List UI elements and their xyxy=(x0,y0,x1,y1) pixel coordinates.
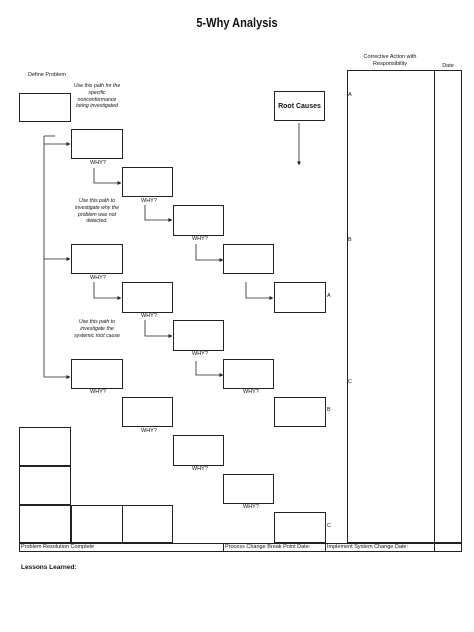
why-box-p3-1[interactable] xyxy=(71,359,123,389)
why-box-p1-2[interactable] xyxy=(122,167,173,197)
why-box-p1-4[interactable] xyxy=(223,244,274,274)
bottom-box-3[interactable] xyxy=(122,505,173,543)
implement-change-cell[interactable] xyxy=(325,543,435,552)
why-label: WHY? xyxy=(243,389,259,395)
lessons-learned-label: Lessons Learned: xyxy=(21,564,77,571)
define-problem-label: Define Problem xyxy=(28,72,66,78)
corrective-letter-b: B xyxy=(348,237,352,243)
left-stack-box-2[interactable] xyxy=(19,466,71,505)
why-box-p3-3[interactable] xyxy=(173,435,224,466)
why-box-p2-3[interactable] xyxy=(173,320,224,351)
corrective-letter-a: A xyxy=(348,92,352,98)
why-box-p2-5[interactable] xyxy=(274,397,326,427)
bottom-box-2[interactable] xyxy=(71,505,123,543)
left-stack-box-1[interactable] xyxy=(19,427,71,466)
define-problem-box[interactable] xyxy=(19,93,71,122)
corrective-letter-c: C xyxy=(348,379,352,385)
why-box-p3-2[interactable] xyxy=(122,397,173,427)
process-change-label: Process Change Break Point Date: xyxy=(225,544,311,550)
date-column[interactable] xyxy=(434,70,462,543)
why-label: WHY? xyxy=(192,351,208,357)
why-box-p2-2[interactable] xyxy=(122,282,173,313)
why-label: WHY? xyxy=(243,504,259,510)
why-box-p1-1[interactable] xyxy=(71,129,123,159)
root-causes-box: Root Causes xyxy=(274,91,325,121)
note-not-detected-path: Use this path to investigate why the pro… xyxy=(74,198,120,225)
why-label: WHY? xyxy=(90,160,106,166)
why-label: WHY? xyxy=(192,236,208,242)
corrective-action-column[interactable] xyxy=(347,70,435,543)
corrective-action-header: Corrective Action with Responsibility xyxy=(363,54,417,68)
why-label: WHY? xyxy=(141,313,157,319)
implement-change-label: Implement System Change Date: xyxy=(327,544,409,550)
row-letter-c: C xyxy=(327,523,331,529)
why-box-p3-4[interactable] xyxy=(223,474,274,504)
why-box-p1-3[interactable] xyxy=(173,205,224,236)
why-label: WHY? xyxy=(90,389,106,395)
page-title: 5-Why Analysis xyxy=(196,15,278,30)
why-box-p1-5[interactable] xyxy=(274,282,326,313)
why-box-p2-1[interactable] xyxy=(71,244,123,274)
note-specific-path: Use this path for the specific nonconfor… xyxy=(73,83,121,110)
root-causes-label: Root Causes xyxy=(278,103,321,110)
left-stack-box-3[interactable] xyxy=(19,505,71,543)
row-letter-a: A xyxy=(327,293,331,299)
why-label: WHY? xyxy=(192,466,208,472)
row-letter-b: B xyxy=(327,407,331,413)
why-label: WHY? xyxy=(141,198,157,204)
problem-resolution-label: Problem Resolution Complete xyxy=(21,544,95,550)
why-box-p2-4[interactable] xyxy=(223,359,274,389)
why-label: WHY? xyxy=(90,275,106,281)
note-systemic-path: Use this path to investigate the systemi… xyxy=(74,319,120,339)
why-label: WHY? xyxy=(141,428,157,434)
why-box-p3-5[interactable] xyxy=(274,512,326,543)
date-header: Date xyxy=(442,63,454,69)
